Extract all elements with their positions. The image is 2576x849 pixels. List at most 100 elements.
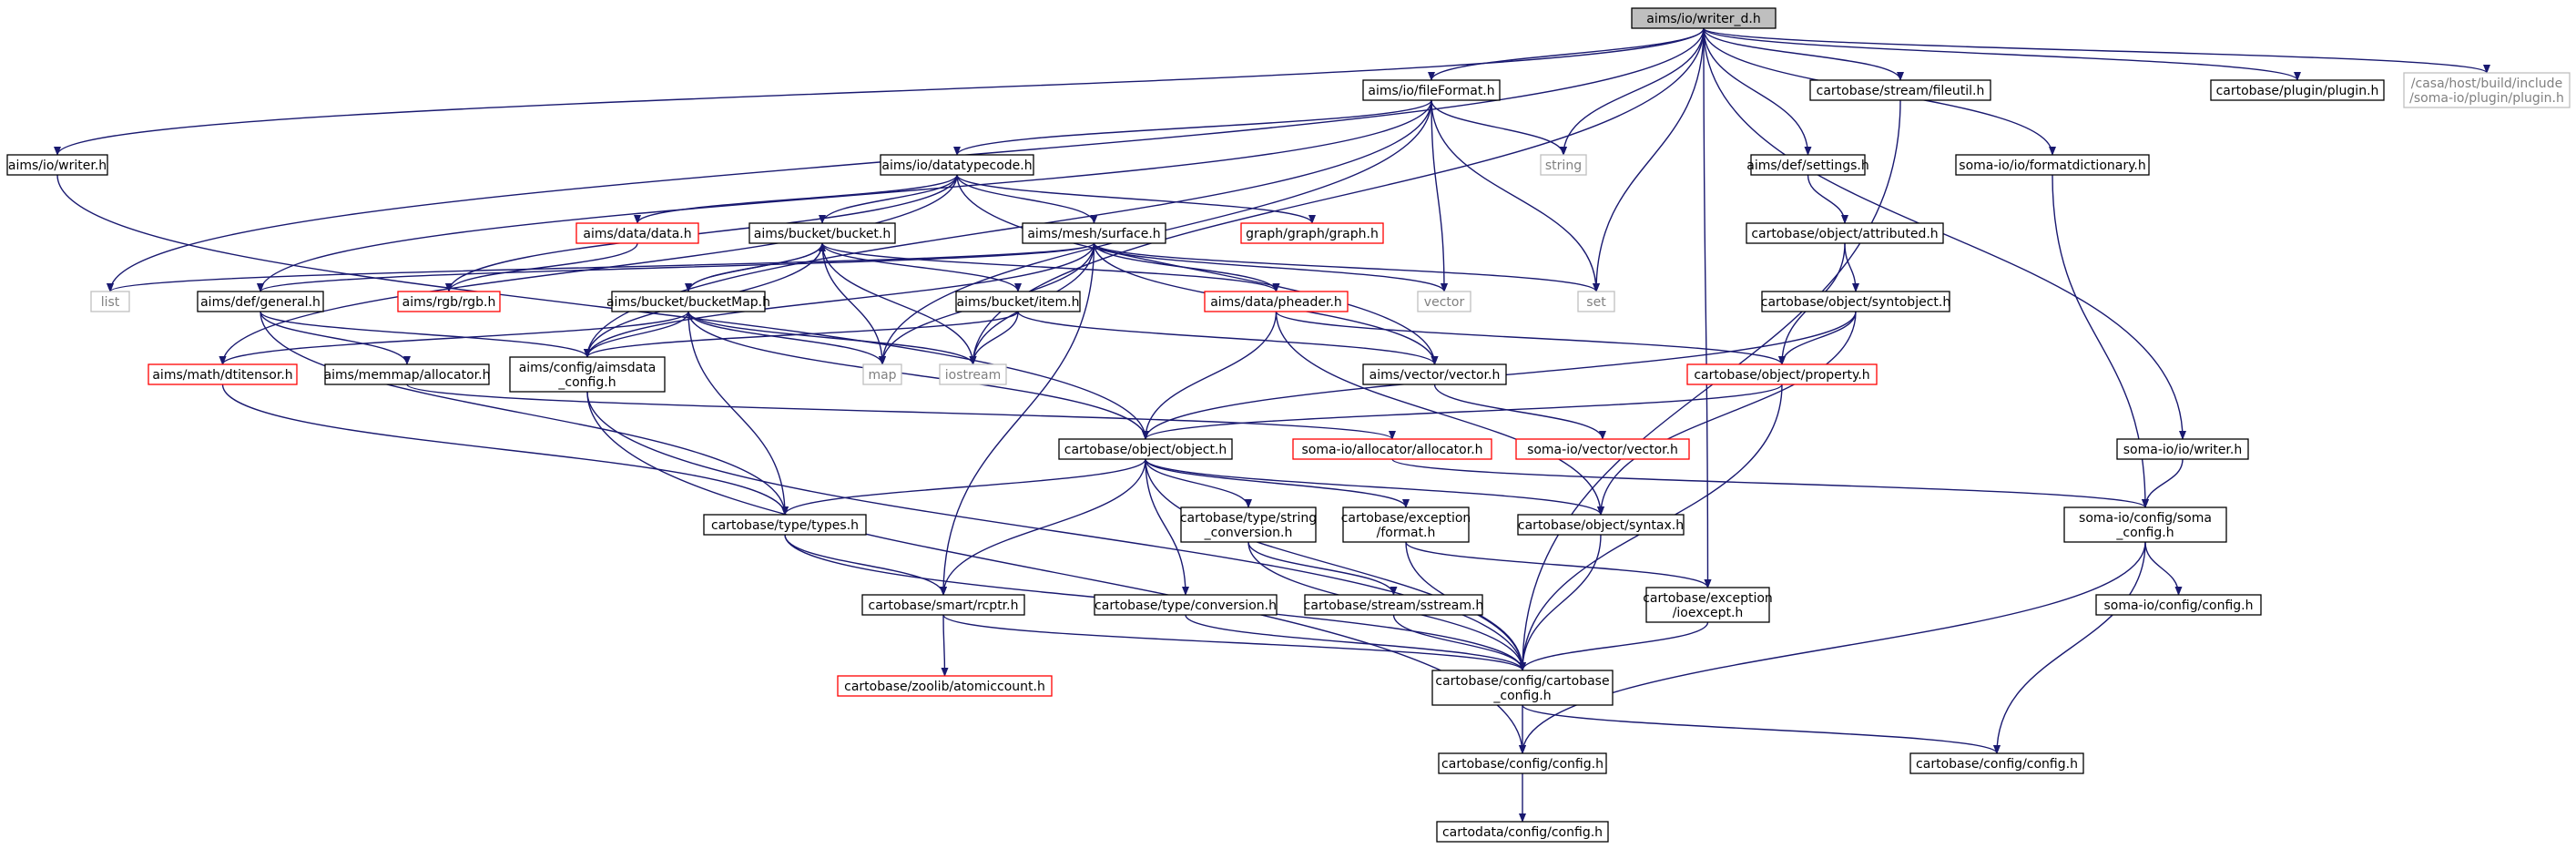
node-bucketmap[interactable]: aims/bucket/bucketMap.h [606, 291, 770, 312]
edge-bucket-to-pheader [821, 242, 1280, 292]
node-surface[interactable]: aims/mesh/surface.h [1022, 222, 1166, 244]
node-casaplugin-label: /casa/host/build/include [2411, 77, 2562, 91]
node-cdconfig[interactable]: cartodata/config/config.h [1436, 821, 1609, 843]
edge-root-to-fileformat [1428, 27, 1705, 81]
node-bucket-label: aims/bucket/bucket.h [754, 227, 891, 241]
node-cbconfig-label: cartobase/config/cartobase [1435, 674, 1609, 689]
node-object[interactable]: cartobase/object/object.h [1058, 438, 1233, 460]
node-list-box [90, 291, 130, 312]
node-fileformat[interactable]: aims/io/fileFormat.h [1362, 79, 1501, 101]
edge-object-to-stringconv [1145, 458, 1252, 508]
node-sstream[interactable]: cartobase/stream/sstream.h [1304, 594, 1484, 616]
edge-root-to-fileutil [1703, 27, 1904, 81]
node-settings[interactable]: aims/def/settings.h [1746, 154, 1869, 176]
edge-sstream-to-cbconfig [1392, 614, 1526, 671]
node-stringconv[interactable]: cartobase/type/string_conversion.h [1180, 506, 1317, 543]
node-somaconfigh[interactable]: soma-io/config/config.h [2095, 594, 2262, 616]
node-ioexcept[interactable]: cartobase/exception/ioexcept.h [1643, 587, 1773, 623]
node-stringconv-label: _conversion.h [1204, 526, 1293, 540]
node-formatdict[interactable]: soma-io/io/formatdictionary.h [1955, 154, 2150, 176]
node-somaalloc[interactable]: soma-io/allocator/allocator.h [1292, 438, 1492, 460]
node-config1-label: cartobase/config/config.h [1441, 757, 1604, 772]
node-syntobject-box [1761, 291, 1950, 312]
node-conversion[interactable]: cartobase/type/conversion.h [1094, 594, 1278, 616]
edge-types-to-rcptr [784, 534, 947, 596]
edge-fileutil-to-cbconfig [1519, 99, 1901, 671]
node-somaconfig[interactable]: soma-io/config/soma_config.h [2063, 506, 2227, 543]
node-plugin-label: cartobase/plugin/plugin.h [2216, 84, 2379, 98]
node-somaconfig-box [2063, 506, 2227, 543]
edge-root-to-string [1560, 27, 1705, 156]
node-config2[interactable]: cartobase/config/config.h [1909, 752, 2084, 774]
node-item-label: aims/bucket/item.h [957, 295, 1080, 310]
node-rcptr-label: cartobase/smart/rcptr.h [869, 598, 1019, 613]
node-datadata[interactable]: aims/data/data.h [575, 222, 699, 244]
node-atomiccount-box [837, 675, 1053, 697]
node-general[interactable]: aims/def/general.h [197, 291, 324, 312]
edge-property-to-object [1142, 384, 1783, 440]
node-property[interactable]: cartobase/object/property.h [1686, 363, 1878, 385]
edge-surface-to-aimsdataconfig [584, 242, 1095, 358]
node-excformat[interactable]: cartobase/exception/format.h [1341, 506, 1471, 543]
node-set: set [1577, 291, 1615, 312]
edge-general-to-allocator [260, 311, 411, 365]
node-bucket-box [748, 222, 896, 244]
node-config1[interactable]: cartobase/config/config.h [1438, 752, 1607, 774]
node-syntax[interactable]: cartobase/object/syntax.h [1517, 514, 1685, 536]
node-string-label: string [1545, 159, 1582, 173]
edge-root-to-ioexcept [1703, 27, 1712, 588]
edge-surface-to-set [1093, 242, 1600, 292]
edge-dtitensor-to-types [221, 384, 789, 516]
node-excformat-label: /format.h [1377, 526, 1436, 540]
node-atomiccount[interactable]: cartobase/zoolib/atomiccount.h [837, 675, 1053, 697]
edge-bucketmap-to-map [687, 311, 886, 365]
node-aimsdataconfig[interactable]: aims/config/aimsdata_config.h [509, 356, 666, 393]
node-item[interactable]: aims/bucket/item.h [955, 291, 1081, 312]
node-cbconfig-box [1431, 670, 1614, 706]
node-bucket[interactable]: aims/bucket/bucket.h [748, 222, 896, 244]
node-dtitensor[interactable]: aims/math/dtitensor.h [148, 363, 298, 385]
node-plugin-box [2210, 79, 2385, 101]
node-datatypecode[interactable]: aims/io/datatypecode.h [880, 154, 1034, 176]
node-graph[interactable]: graph/graph/graph.h [1240, 222, 1384, 244]
edge-bucket-to-item [821, 242, 1022, 292]
node-somavector[interactable]: soma-io/vector/vector.h [1515, 438, 1690, 460]
node-dtitensor-label: aims/math/dtitensor.h [152, 368, 292, 383]
node-pheader[interactable]: aims/data/pheader.h [1204, 291, 1349, 312]
edge-root-to-settings [1703, 27, 1812, 156]
node-allocator-label: aims/memmap/allocator.h [324, 368, 491, 383]
node-writer[interactable]: aims/io/writer.h [6, 154, 108, 176]
node-syntobject[interactable]: cartobase/object/syntobject.h [1761, 291, 1950, 312]
node-rcptr[interactable]: cartobase/smart/rcptr.h [861, 594, 1025, 616]
node-types[interactable]: cartobase/type/types.h [703, 514, 867, 536]
node-root[interactable]: aims/io/writer_d.h [1631, 7, 1777, 29]
edge-item-to-vectorh [1017, 311, 1439, 365]
edge-object-to-conversion [1145, 458, 1189, 596]
edge-surface-to-pheader [1093, 242, 1280, 292]
node-allocator-box [324, 363, 490, 385]
node-property-label: cartobase/object/property.h [1694, 368, 1869, 383]
edge-somaconfig-to-somaconfigh [2144, 541, 2183, 596]
node-somawriter[interactable]: soma-io/io/writer.h [2116, 438, 2249, 460]
edge-datadata-to-rgb [445, 242, 638, 292]
node-attributed[interactable]: cartobase/object/attributed.h [1746, 222, 1944, 244]
node-plugin[interactable]: cartobase/plugin/plugin.h [2210, 79, 2385, 101]
edge-syntax-to-cbconfig [1519, 534, 1602, 671]
node-vector-label: vector [1424, 295, 1465, 310]
node-iostream-label: iostream [945, 368, 1002, 383]
node-cbconfig[interactable]: cartobase/config/cartobase_config.h [1431, 670, 1614, 706]
node-config2-box [1909, 752, 2084, 774]
node-vectorh[interactable]: aims/vector/vector.h [1362, 363, 1507, 385]
edge-root-to-casaplugin [1703, 27, 2490, 74]
node-fileformat-box [1362, 79, 1501, 101]
node-rgb-box [397, 291, 501, 312]
node-dtitensor-box [148, 363, 298, 385]
node-rgb[interactable]: aims/rgb/rgb.h [397, 291, 501, 312]
node-allocator[interactable]: aims/memmap/allocator.h [324, 363, 491, 385]
edge-bucketmap-to-types [687, 311, 789, 516]
node-casaplugin: /casa/host/build/include/soma-io/plugin/… [2403, 72, 2571, 108]
node-fileutil[interactable]: cartobase/stream/fileutil.h [1809, 79, 1991, 101]
node-list-label: list [101, 295, 120, 310]
edge-surface-to-rcptr [940, 242, 1095, 596]
